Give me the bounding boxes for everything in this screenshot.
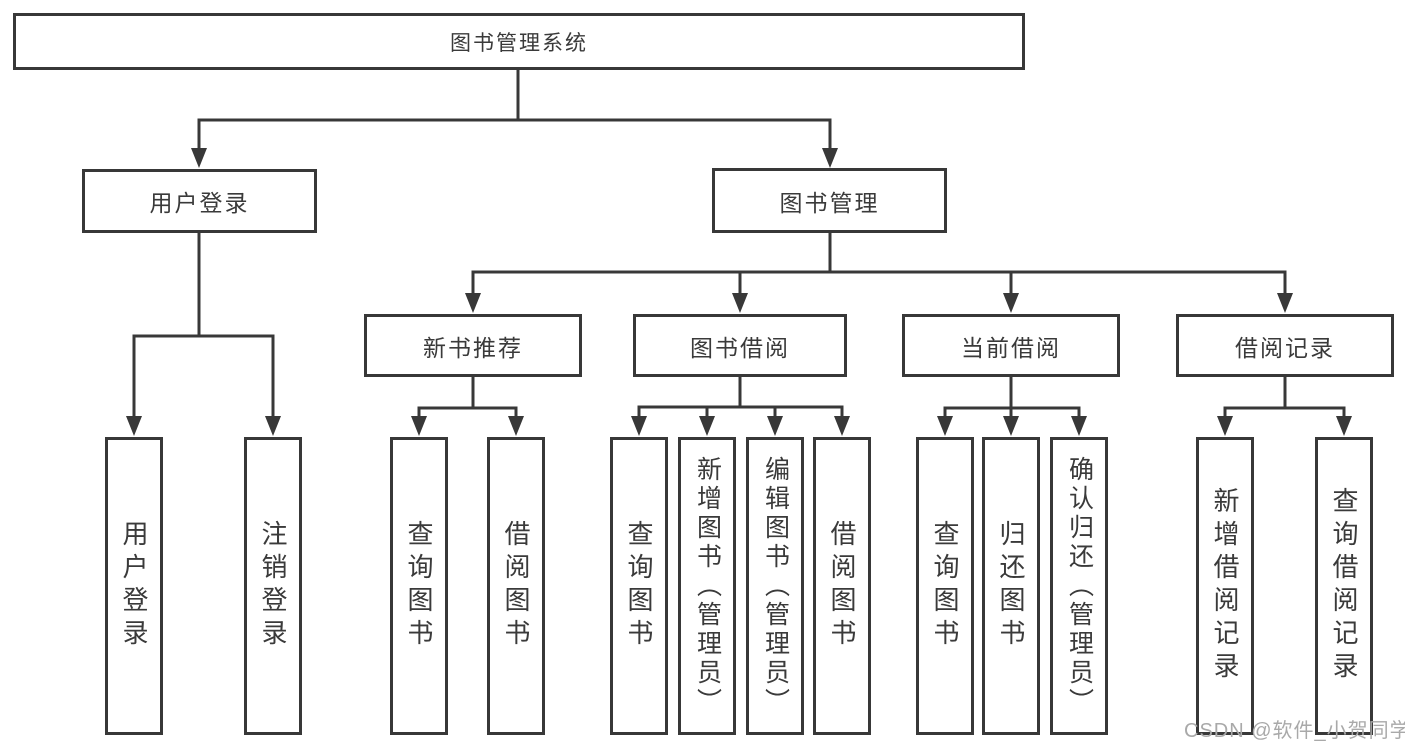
node-borrow-books-leaf: 借阅图书 — [813, 437, 871, 735]
node-new-book-recommend: 新书推荐 — [364, 314, 582, 377]
node-query-books-current: 查询图书 — [916, 437, 974, 735]
node-borrow-records: 借阅记录 — [1176, 314, 1394, 377]
node-book-management: 图书管理 — [712, 168, 947, 233]
node-return-book: 归还图书 — [982, 437, 1040, 735]
node-book-borrow: 图书借阅 — [633, 314, 847, 377]
node-query-books-borrow: 查询图书 — [610, 437, 668, 735]
csdn-watermark: CSDN @软件_小贺同学 — [1184, 720, 1405, 742]
node-add-borrow-record: 新增借阅记录 — [1196, 437, 1254, 735]
node-library-system: 图书管理系统 — [13, 13, 1025, 70]
node-add-book-admin: 新增图书（管理员） — [678, 437, 736, 735]
node-confirm-return-admin: 确认归还（管理员） — [1050, 437, 1108, 735]
node-query-books-recommend: 查询图书 — [390, 437, 448, 735]
node-current-borrow: 当前借阅 — [902, 314, 1120, 377]
node-query-borrow-record: 查询借阅记录 — [1315, 437, 1373, 735]
node-user-login-branch: 用户登录 — [82, 169, 317, 233]
node-edit-book-admin: 编辑图书（管理员） — [746, 437, 804, 735]
node-logout: 注销登录 — [244, 437, 302, 735]
node-user-login-leaf: 用户登录 — [105, 437, 163, 735]
node-borrow-books-recommend: 借阅图书 — [487, 437, 545, 735]
